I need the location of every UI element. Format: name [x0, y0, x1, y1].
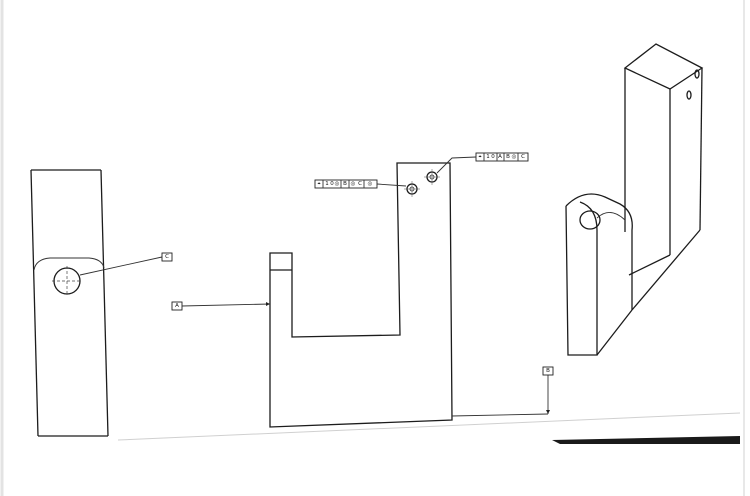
fcf-right-cell-6: C	[521, 154, 525, 160]
datum-b-extension	[451, 413, 549, 417]
table-shadow	[552, 436, 740, 444]
fcf-right-cell-2: 0	[491, 154, 495, 160]
side-view-left-edge	[30, 169, 39, 437]
datum-c-leader	[79, 256, 163, 276]
datum-c-label: C	[165, 254, 169, 260]
iso-tab-hole	[579, 210, 601, 230]
fcf-left-cell-5: ◎	[351, 181, 356, 187]
side-view: C	[30, 169, 173, 437]
isometric-view	[565, 43, 704, 356]
fcf-right-cell-3: A	[498, 154, 502, 160]
fcf-right-leader	[436, 156, 477, 174]
fcf-left-symbol: ⌖	[317, 181, 320, 187]
datum-a-triangle	[266, 302, 270, 306]
fcf-left-leader	[376, 183, 407, 187]
side-view-fillet-line	[33, 257, 105, 271]
iso-base-front-right	[596, 309, 633, 356]
iso-hole-2	[686, 90, 692, 100]
fcf-left-cell-1: 1	[325, 181, 329, 187]
fcf-right-cell-5: ◎	[512, 154, 517, 160]
fcf-right-cell-1: 1	[486, 154, 490, 160]
front-view: A ⌖ 1 0 ◎ B ◎ C	[171, 152, 554, 428]
datum-b-label: B	[546, 368, 550, 374]
iso-upright-top-face	[623, 43, 704, 90]
datum-b-triangle	[546, 410, 550, 414]
datum-a-leader	[181, 303, 271, 307]
fcf-left-cell-7: ◎	[368, 181, 373, 187]
fcf-right-cell-4: B	[506, 154, 510, 160]
datum-c-box	[161, 252, 173, 262]
iso-upright-side-edge	[699, 67, 703, 231]
fcf-right: ⌖ 1 0 A B ◎ C	[475, 152, 529, 162]
iso-base-inner-edge	[628, 254, 671, 276]
fcf-left-cell-4: B	[343, 181, 347, 187]
front-hole-left	[404, 181, 420, 197]
iso-tab-front-face	[565, 201, 598, 356]
datum-a-label: A	[175, 303, 179, 309]
iso-base-right-edge	[631, 229, 701, 311]
side-view-right-edge	[100, 169, 109, 437]
fcf-left-cell-2: 0	[330, 181, 334, 187]
fcf-left-cell-6: C	[358, 181, 362, 187]
iso-hole-1	[694, 69, 700, 79]
paper-fold-line	[117, 412, 741, 441]
front-hole-right	[424, 169, 440, 185]
iso-tab-fillet	[596, 212, 626, 221]
front-view-outline	[269, 162, 453, 428]
fcf-left: ⌖ 1 0 ◎ B ◎ C ◎	[314, 179, 378, 189]
iso-tab-top-curve	[565, 193, 633, 310]
datum-b-box	[542, 366, 554, 376]
fcf-right-symbol: ⌖	[478, 154, 481, 160]
fcf-left-cell-3: ◎	[335, 181, 340, 187]
